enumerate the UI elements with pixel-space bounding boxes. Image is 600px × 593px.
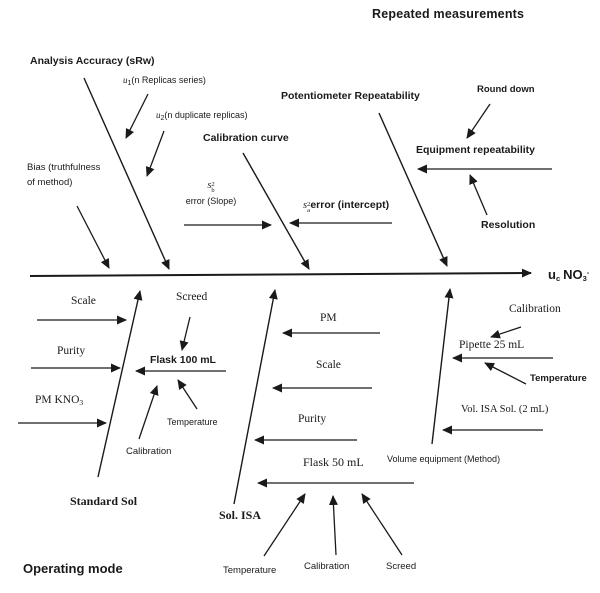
temperature-left-label: Temperature xyxy=(167,417,218,427)
spine-arrow xyxy=(29,268,532,278)
u2-label: u2(n duplicate replicas) xyxy=(156,110,248,122)
sol-isa-label: Sol. ISA xyxy=(219,508,262,522)
calibration-right-arrow xyxy=(490,326,522,339)
standard-sol-label: Standard Sol xyxy=(70,494,138,508)
equipment-repeatability-label: Equipment repeatability xyxy=(416,144,536,156)
potentiometer-repeatability-label: Potentiometer Repeatability xyxy=(281,90,420,102)
bias-arrow xyxy=(76,205,110,269)
scale-mid-label: Scale xyxy=(316,359,341,371)
standard-sol-bone xyxy=(97,290,143,478)
pm-kno3-label: PM KNO3 xyxy=(35,394,84,407)
flask-100-label: Flask 100 mL xyxy=(150,354,216,366)
temperature-right-arrow xyxy=(484,362,527,385)
operating-mode-label: Operating mode xyxy=(23,561,123,576)
purity-mid-label: Purity xyxy=(298,413,327,425)
diagram-title: Repeated measurements xyxy=(372,7,525,21)
u1-label: u1(n Replicas series) xyxy=(123,75,206,87)
screed-left-label: Screed xyxy=(176,291,208,303)
calibration-mid-arrow xyxy=(328,495,338,556)
calibration-curve-bone xyxy=(242,152,310,270)
analysis-accuracy-label: Analysis Accuracy (sRw) xyxy=(30,55,155,67)
bias-label: Bias (truthfulness of method) xyxy=(27,162,101,188)
calibration-mid-label: Calibration xyxy=(304,561,350,572)
scale-left-label: Scale xyxy=(71,295,96,307)
screed-mid-arrow xyxy=(361,493,403,556)
temperature-mid-arrow xyxy=(263,493,306,557)
volume-equipment-label: Volume equipment (Method) xyxy=(387,454,501,464)
u1-arrow xyxy=(125,93,149,139)
analysis-accuracy-bone xyxy=(83,77,170,270)
calibration-right-label: Calibration xyxy=(509,303,561,315)
round-down-label: Round down xyxy=(477,84,535,95)
resolution-label: Resolution xyxy=(481,219,536,231)
purity-left-label: Purity xyxy=(57,345,86,357)
u2-arrow xyxy=(145,130,165,177)
temperature-right-label: Temperature xyxy=(530,373,587,384)
round-down-arrow xyxy=(466,103,491,139)
volume-equipment-bone xyxy=(431,288,454,445)
potentiometer-bone xyxy=(378,112,448,267)
screed-left-arrow xyxy=(179,316,191,351)
calibration-left-label: Calibration xyxy=(126,446,172,457)
vol-isa-sol-label: Vol. ISA Sol. (2 mL) xyxy=(461,404,549,415)
temperature-left-arrow xyxy=(177,379,198,410)
calibration-curve-label: Calibration curve xyxy=(203,132,289,144)
pipette-25-label: Pipette 25 mL xyxy=(459,339,525,351)
temperature-mid-label: Temperature xyxy=(223,565,277,576)
flask-50-label: Flask 50 mL xyxy=(303,455,364,469)
resolution-arrow xyxy=(469,174,488,216)
calibration-left-arrow xyxy=(138,385,159,440)
screed-mid-label: Screed xyxy=(386,561,417,572)
pm-label: PM xyxy=(320,312,337,324)
sol-isa-bone xyxy=(233,289,278,505)
